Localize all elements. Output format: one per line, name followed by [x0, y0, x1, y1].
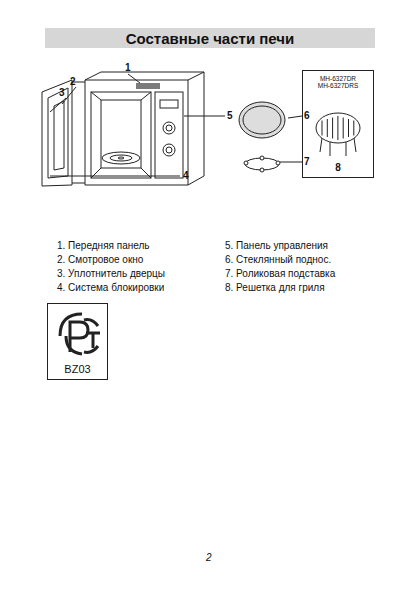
rack-bar [337, 116, 338, 140]
rack-bar [343, 118, 344, 139]
rack-bar [327, 119, 328, 137]
callout-number: 3 [59, 87, 65, 98]
rack-bar [332, 118, 333, 139]
callout-number: 6 [304, 110, 310, 121]
part-list-item: 6. Стеклянный поднос. [225, 254, 331, 265]
part-list-item: 1. Передняя панель [57, 240, 150, 251]
node-text: 8 [335, 162, 341, 173]
node-text: BZ03 [64, 363, 90, 375]
rack-bar [322, 121, 323, 136]
callout-number: 4 [183, 170, 189, 181]
rack-bar [348, 119, 349, 137]
model-box: MH-6327DRMH-6327DRS 8 [302, 70, 374, 178]
node-text: MH-6327DRS [318, 82, 358, 89]
part-list-item: 5. Панель управления [225, 240, 328, 251]
certification-box: BZ03 [47, 303, 108, 380]
callout-number: 2 [70, 76, 76, 87]
page-title: Составные части печи [45, 28, 375, 48]
page-number: 2 [206, 552, 212, 563]
callout-number: 7 [304, 156, 310, 167]
part-list-item: 7. Роликовая подставка [225, 268, 335, 279]
part-list-item: 3. Уплотнитель дверцы [57, 268, 165, 279]
callout-number: 1 [125, 62, 131, 73]
part-list-item: 4. Система блокировки [57, 282, 164, 293]
part-list-item: 8. Решетка для гриля [225, 282, 325, 293]
node-text: MH-6327DR [318, 75, 358, 82]
rack-bar [353, 121, 354, 136]
callout-number: 5 [227, 110, 233, 121]
part-list-item: 2. Смотровое окно [57, 254, 143, 265]
